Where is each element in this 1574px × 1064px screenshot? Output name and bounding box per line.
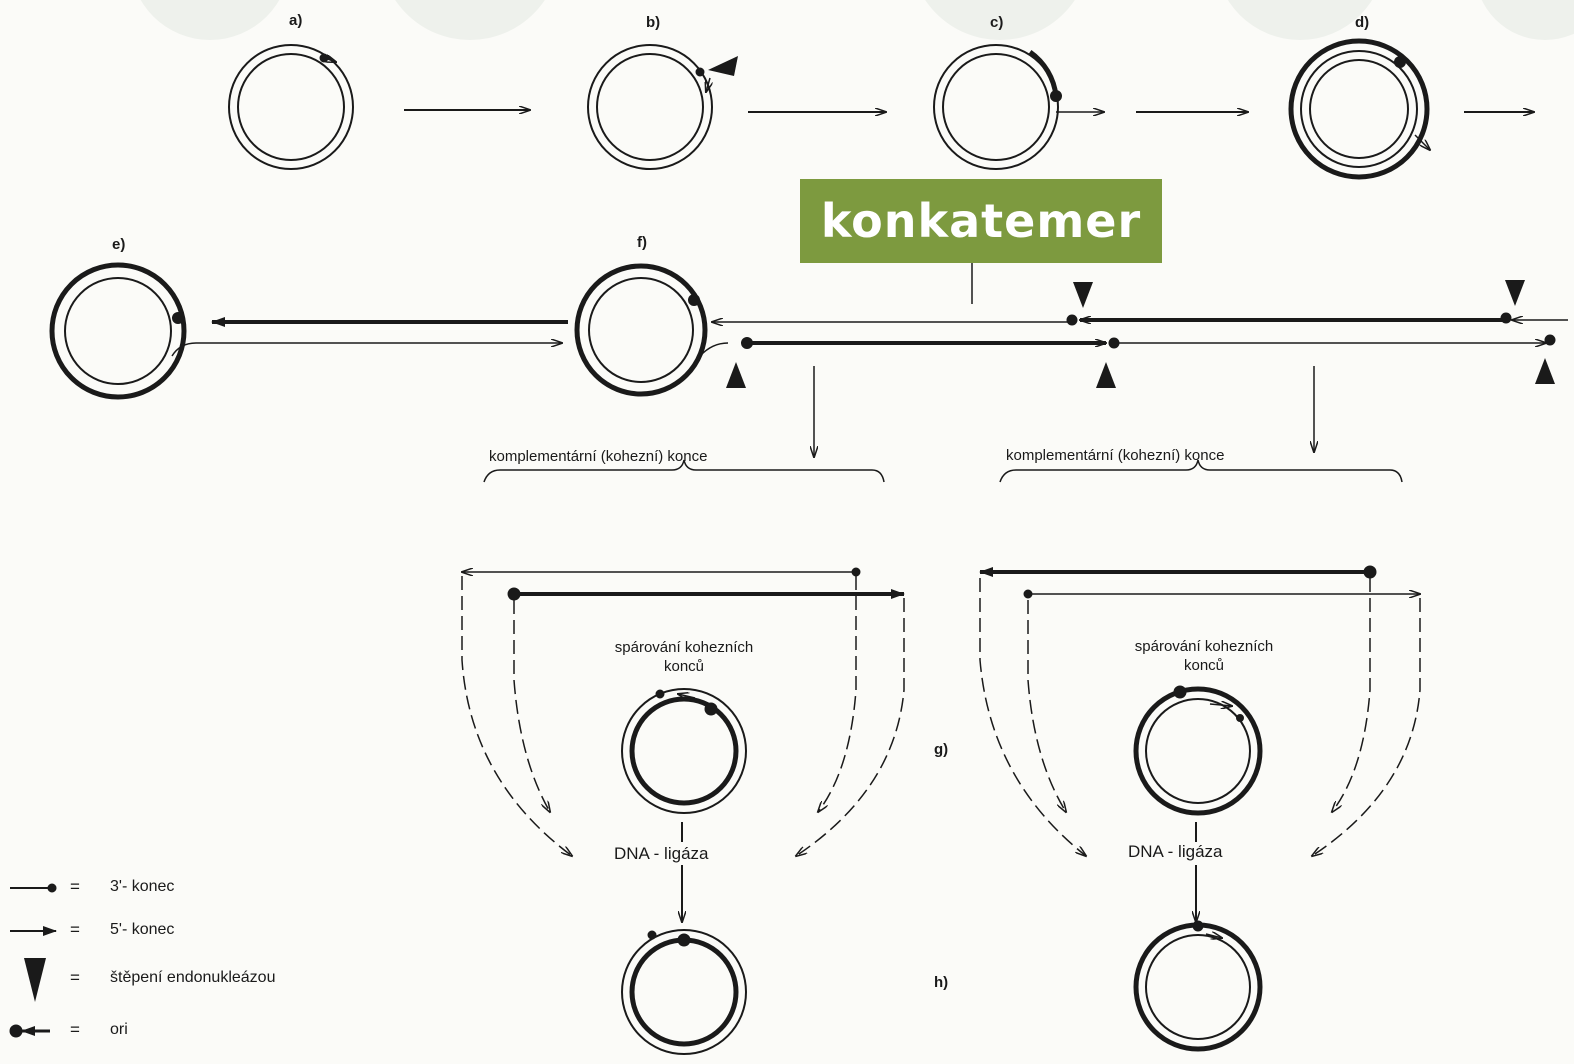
step-label-d: d) xyxy=(1355,14,1370,31)
brace-left xyxy=(483,459,885,483)
step-label-c: c) xyxy=(990,14,1004,31)
brace-caption-right: komplementární (kohezní) konce xyxy=(1006,447,1225,464)
paired-circle-left xyxy=(621,688,747,814)
step-label-a: a) xyxy=(289,12,303,29)
legend-cleavage: štěpení endonukleázou xyxy=(110,969,276,986)
step-label-e: e) xyxy=(112,236,126,253)
background-watermark xyxy=(140,0,1574,40)
brace-right xyxy=(999,459,1403,483)
plasmid-f xyxy=(574,263,753,397)
legend-eq-1: = xyxy=(70,877,80,896)
ori-symbol xyxy=(9,1024,23,1038)
concatemer-label: konkatemer xyxy=(800,179,1162,263)
pairing-caption-right-line1: spárování kohezních xyxy=(1134,638,1274,655)
legend-ori: ori xyxy=(110,1021,128,1038)
legend-three-prime: 3'- konec xyxy=(110,878,175,895)
cleavage-symbol xyxy=(24,958,46,1002)
step-label-h: h) xyxy=(934,974,949,991)
legend-eq-4: = xyxy=(70,1020,80,1039)
linear-molecule-right xyxy=(979,565,1420,856)
plasmid-c xyxy=(933,44,1104,170)
plasmid-e xyxy=(49,262,568,400)
plasmid-b xyxy=(587,44,738,170)
linear-molecule-left xyxy=(462,567,905,856)
pairing-caption-left: spárování kohezních konců xyxy=(586,638,782,676)
legend-symbols xyxy=(9,883,57,1038)
step-label-b: b) xyxy=(646,14,661,31)
pairing-caption-left-line1: spárování kohezních xyxy=(614,639,754,656)
brace-caption-left: komplementární (kohezní) konce xyxy=(489,448,708,465)
pairing-caption-left-line2: konců xyxy=(663,658,705,675)
plasmid-d xyxy=(1288,38,1430,180)
plasmid-a xyxy=(228,44,354,170)
circle-h-left xyxy=(621,929,747,1055)
pairing-caption-right-line2: konců xyxy=(1183,657,1225,674)
pairing-caption-right: spárování kohezních konců xyxy=(1106,637,1302,675)
concatemer xyxy=(712,263,1568,388)
circle-h-right xyxy=(1133,920,1263,1052)
ligase-caption-left: DNA - ligáza xyxy=(614,844,709,863)
legend-five-prime: 5'- konec xyxy=(110,921,175,938)
ligase-caption-right: DNA - ligáza xyxy=(1128,842,1223,861)
step-label-f: f) xyxy=(637,234,647,251)
legend-eq-3: = xyxy=(70,968,80,987)
legend-eq-2: = xyxy=(70,920,80,939)
paired-circle-right xyxy=(1133,685,1263,816)
step-label-g: g) xyxy=(934,741,949,758)
